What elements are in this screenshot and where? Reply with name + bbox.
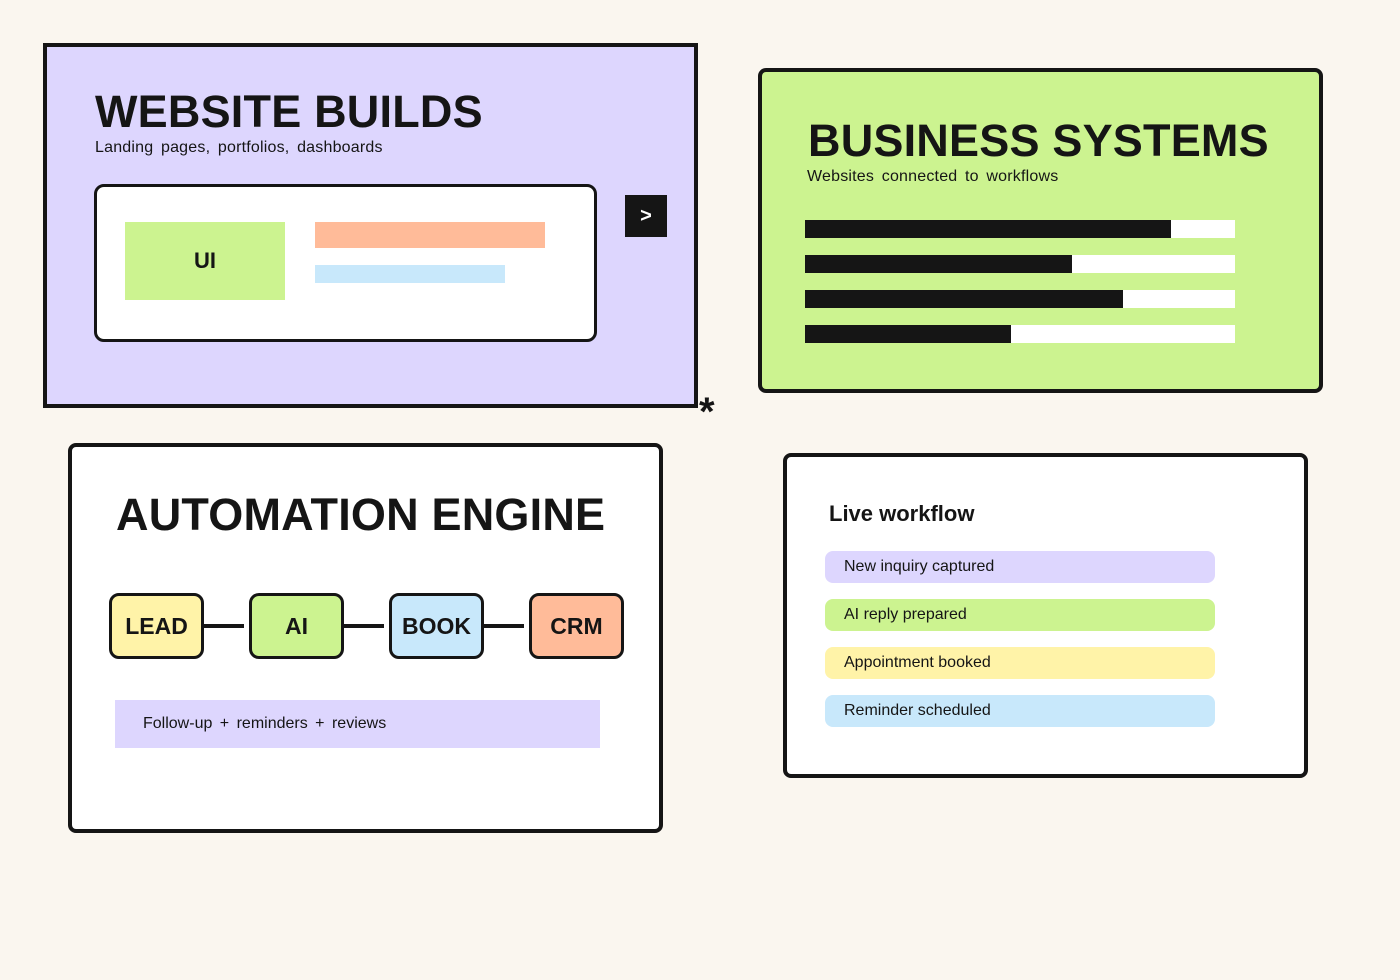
live-workflow-card: Live workflow New inquiry captured AI re…: [783, 453, 1308, 778]
workflow-step: Appointment booked: [825, 647, 1215, 679]
pipeline-node-ai: AI: [249, 593, 344, 659]
business-progress-bar: [805, 325, 1235, 343]
business-progress-bar: [805, 255, 1235, 273]
workflow-step: New inquiry captured: [825, 551, 1215, 583]
pipeline-node-lead: LEAD: [109, 593, 204, 659]
business-progress-bar: [805, 290, 1235, 308]
business-progress-fill: [805, 220, 1171, 238]
workflow-step: AI reply prepared: [825, 599, 1215, 631]
business-progress-fill: [805, 325, 1012, 343]
pipeline-connector-line: [484, 624, 524, 628]
website-builds-title: WEBSITE BUILDS: [95, 86, 483, 137]
ui-preview-block: UI: [125, 222, 285, 300]
pipeline-node-label: CRM: [550, 612, 603, 639]
business-progress-fill: [805, 290, 1124, 308]
pipeline-node-book: BOOK: [389, 593, 484, 659]
workflow-step-label: AI reply prepared: [844, 606, 967, 623]
mockup-peach-bar: [315, 222, 545, 248]
automation-footer-note: Follow-up + reminders + reviews: [115, 700, 600, 748]
workflow-step-label: New inquiry captured: [844, 558, 995, 575]
business-progress-bar: [805, 220, 1235, 238]
business-systems-title: BUSINESS SYSTEMS: [808, 115, 1269, 166]
workflow-step-label: Reminder scheduled: [844, 702, 991, 719]
workflow-step-label: Appointment booked: [844, 654, 991, 671]
website-builds-card: WEBSITE BUILDS Landing pages, portfolios…: [43, 43, 698, 408]
business-systems-subtitle: Websites connected to workflows: [807, 168, 1059, 185]
ui-preview-label: UI: [194, 248, 216, 273]
pipeline-connector-line: [344, 624, 384, 628]
pipeline-node-label: AI: [285, 612, 308, 639]
website-builds-subtitle: Landing pages, portfolios, dashboards: [95, 139, 383, 156]
automation-pipeline: LEAD AI BOOK CRM: [109, 589, 629, 659]
mockup-blue-bar: [315, 265, 505, 283]
business-progress-fill: [805, 255, 1072, 273]
automation-engine-title: AUTOMATION ENGINE: [116, 489, 606, 540]
pipeline-connector-line: [204, 624, 244, 628]
website-mockup-frame: UI: [94, 184, 597, 342]
workflow-step: Reminder scheduled: [825, 695, 1215, 727]
automation-engine-card: AUTOMATION ENGINE LEAD AI BOOK CRM Follo…: [68, 443, 663, 833]
chevron-right-icon: >: [640, 204, 652, 227]
business-systems-card: BUSINESS SYSTEMS Websites connected to w…: [758, 68, 1323, 393]
asterisk-icon: *: [699, 390, 715, 434]
live-workflow-title: Live workflow: [829, 501, 975, 526]
pipeline-node-label: BOOK: [402, 612, 471, 639]
pipeline-node-label: LEAD: [125, 612, 188, 639]
next-arrow-button[interactable]: >: [625, 195, 667, 237]
automation-footer-text: Follow-up + reminders + reviews: [143, 715, 387, 732]
pipeline-node-crm: CRM: [529, 593, 624, 659]
